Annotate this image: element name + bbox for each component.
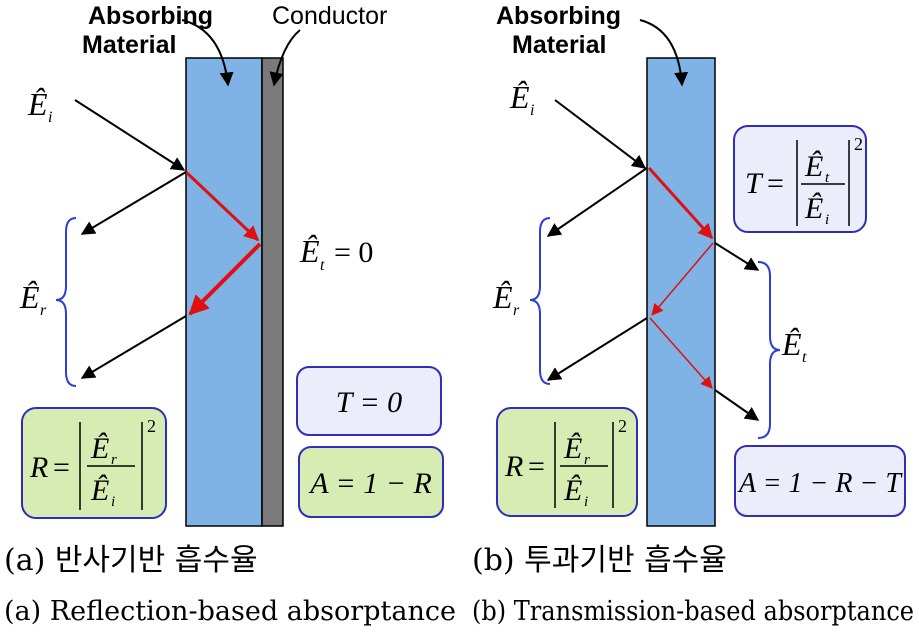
panel-reflection: Absorbing Material Conductor Ê i Ê r Ê t…: [19, 2, 444, 527]
transmitted-brace: [757, 261, 781, 439]
material-label-line2: Material: [82, 31, 176, 59]
material-label-line1-right: Absorbing: [496, 2, 621, 30]
svg-text:Ê: Ê: [563, 474, 582, 507]
reflectance-formula-box: R = Ê r Ê i 2: [21, 407, 167, 519]
conductor-slab: [261, 57, 284, 527]
transmittance-zero-box: T = 0: [296, 366, 442, 436]
svg-text:i: i: [111, 494, 115, 510]
svg-text:i: i: [825, 212, 829, 228]
absorbing-material-slab: [185, 57, 263, 527]
svg-text:Ê: Ê: [299, 233, 320, 269]
svg-text:i: i: [530, 102, 534, 119]
absorptance-box-right: A = 1 − R − T: [734, 445, 906, 517]
svg-text:Ê: Ê: [804, 192, 823, 225]
reflected-ray-1: [80, 171, 187, 235]
svg-text:i: i: [584, 494, 588, 510]
internal-ray-down-right: [647, 166, 714, 240]
reflected-field-label-right: Ê r: [492, 279, 520, 319]
transmitted-ray-1: [714, 242, 760, 271]
svg-text:t: t: [802, 349, 807, 366]
svg-text:r: r: [584, 452, 590, 468]
caption-a-english: (a) Reflection-based absorptance: [4, 596, 456, 627]
reflectance-formula-box-right: R = Ê r Ê i 2: [496, 407, 638, 517]
svg-text:Ê: Ê: [509, 79, 530, 115]
caption-b-korean: (b) 투과기반 흡수율: [472, 543, 727, 578]
incident-field-label: Ê i: [27, 86, 52, 126]
svg-text:A = 1 − R: A = 1 − R: [308, 467, 432, 500]
svg-text:r: r: [40, 302, 47, 319]
transmittance-formula-box: T = Ê t Ê i 2: [733, 125, 867, 233]
svg-text:i: i: [48, 109, 52, 126]
internal-ray-down2-right: [649, 317, 713, 389]
reflected-ray-2: [80, 315, 187, 379]
conductor-label: Conductor: [272, 2, 387, 30]
reflected-ray-2-right: [546, 317, 648, 381]
incident-ray-right: [554, 99, 647, 169]
internal-ray-up-right: [651, 242, 714, 316]
transmitted-ray-2: [714, 389, 760, 421]
svg-text:Ê: Ê: [781, 326, 802, 362]
svg-text:A = 1 − R − T: A = 1 − R − T: [737, 468, 903, 499]
svg-text:=: =: [53, 451, 70, 484]
svg-text:Ê: Ê: [563, 432, 582, 465]
reflected-brace-right: [529, 217, 551, 385]
panel-transmission: Absorbing Material Ê i T = Ê t Ê i 2: [492, 2, 906, 527]
svg-text:Ê: Ê: [90, 432, 109, 465]
svg-text:Ê: Ê: [19, 279, 40, 315]
svg-text:=: =: [767, 167, 784, 200]
svg-text:T = 0: T = 0: [336, 386, 402, 419]
material-pointer-arrow: [181, 19, 234, 87]
svg-text:2: 2: [854, 134, 863, 154]
svg-text:R: R: [504, 450, 523, 483]
svg-text:R: R: [29, 451, 48, 484]
material-label-line2-right: Material: [512, 31, 606, 59]
incident-field-label-right: Ê i: [509, 79, 534, 119]
transmitted-field-zero: Ê t = 0: [299, 233, 373, 274]
material-pointer-arrow-right: [639, 19, 689, 87]
svg-text:r: r: [111, 452, 117, 468]
material-label-line1: Absorbing: [88, 2, 213, 30]
absorptance-box-left: A = 1 − R: [298, 446, 444, 518]
incident-ray: [74, 99, 186, 171]
svg-text:Ê: Ê: [492, 279, 513, 315]
caption-a-korean: (a) 반사기반 흡수율: [4, 543, 258, 578]
reflected-ray-1-right: [546, 167, 648, 237]
caption-b-english: (b) Transmission-based absorptance: [472, 596, 914, 627]
svg-text:= 0: = 0: [334, 236, 373, 269]
svg-text:t: t: [320, 257, 325, 274]
transmitted-field-label-right: Ê t: [781, 326, 807, 366]
reflected-field-label: Ê r: [19, 279, 47, 319]
internal-ray-down: [184, 170, 260, 242]
svg-text:Ê: Ê: [90, 474, 109, 507]
reflected-brace: [55, 217, 77, 387]
svg-text:Ê: Ê: [804, 150, 823, 183]
svg-text:Ê: Ê: [27, 86, 48, 122]
internal-ray-up: [188, 242, 262, 316]
svg-text:2: 2: [147, 416, 156, 436]
svg-text:t: t: [825, 170, 830, 186]
svg-text:2: 2: [618, 416, 627, 436]
conductor-pointer-arrow: [269, 29, 301, 87]
svg-text:T: T: [745, 167, 764, 200]
svg-text:r: r: [513, 302, 520, 319]
absorbing-material-slab-right: [646, 57, 716, 527]
svg-text:=: =: [528, 450, 545, 483]
